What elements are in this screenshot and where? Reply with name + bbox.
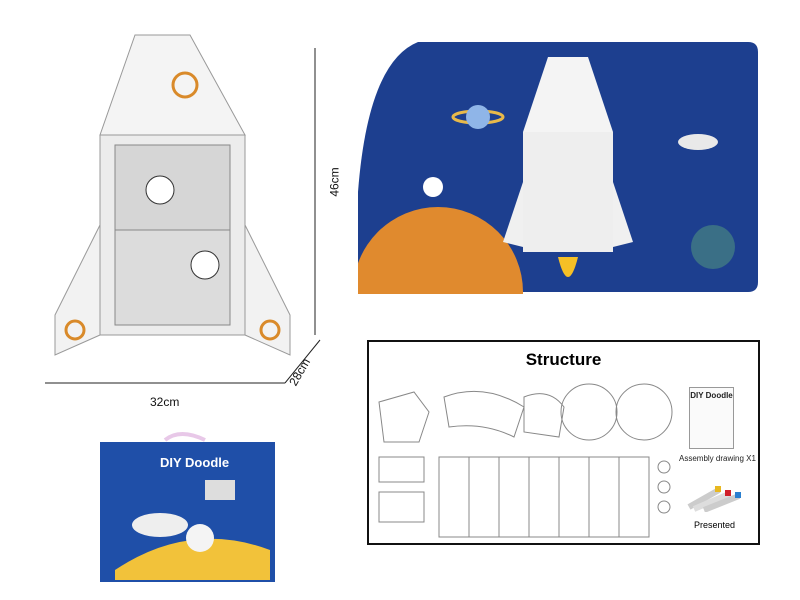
space-scene-image <box>358 42 758 294</box>
presented-label: Presented <box>694 520 736 530</box>
assembly-manual: DIY Doodle <box>689 387 734 449</box>
box-product-image <box>100 432 275 582</box>
markers-image <box>687 486 741 512</box>
structure-pieces-diagram <box>378 383 673 538</box>
box-title: DIY Doodle <box>160 455 230 470</box>
dimension-lines <box>45 48 321 384</box>
rocket-product-image <box>54 34 291 356</box>
width-dimension: 32cm <box>150 395 180 409</box>
height-dimension: 46cm <box>327 167 342 197</box>
assembly-label: Assembly drawing X1 <box>679 454 756 463</box>
structure-panel: Structure DIY Doodle Assembly drawing X1… <box>367 340 760 545</box>
manual-title: DIY Doodle <box>690 391 733 400</box>
structure-title: Structure <box>525 350 602 369</box>
